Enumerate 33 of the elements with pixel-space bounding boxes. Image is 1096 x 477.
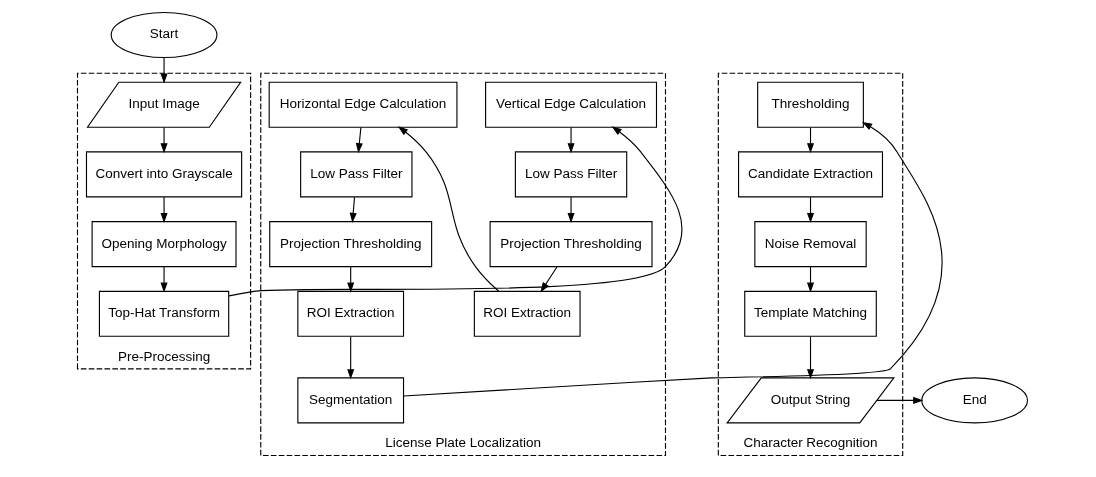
arrow [160,196,168,223]
arrow [347,336,355,380]
arrow [349,196,357,223]
node-ellipse: End [921,377,1029,424]
arrow [540,266,558,293]
node-box: Thresholding [757,81,864,128]
arrow [228,126,683,297]
arrow [397,126,500,292]
arrow [567,196,575,223]
node-box: Horizontal Edge Calculation [268,81,458,128]
node-box: ROI Extraction [297,290,405,337]
arrow [160,266,168,293]
node-box: Vertical Edge Calculation [485,81,658,128]
arrow [160,57,168,84]
node-box: Noise Removal [754,221,867,268]
node-box: Template Matching [744,290,877,337]
node-box: Low Pass Filter [514,151,628,198]
node-box: Candidate Extraction [738,151,884,198]
arrow [876,396,924,404]
node-box: Low Pass Filter [300,151,413,198]
arrow [806,336,815,380]
node-ellipse: Start [110,11,218,59]
node-box: Segmentation [297,377,405,424]
node-box: Top-Hat Transform [98,290,230,337]
node-box: Convert into Grayscale [85,151,243,198]
node-box: Opening Morphology [91,221,237,268]
node-box: Projection Thresholding [489,221,653,268]
arrow [567,127,575,154]
node-box: ROI Extraction [473,290,581,337]
arrow [403,121,943,397]
node-box: Projection Thresholding [269,221,433,268]
arrow [160,127,168,154]
arrow [355,127,363,154]
